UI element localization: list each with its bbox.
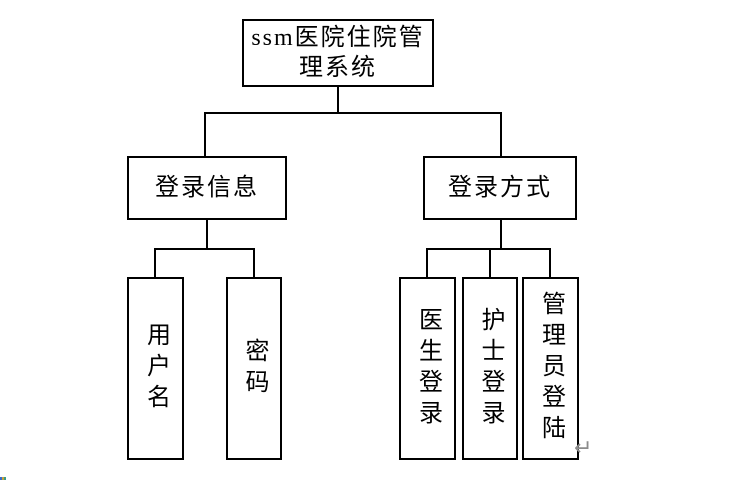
connector-drop-nurse — [489, 248, 491, 277]
node-root-label: ssm医院住院管 理系统 — [251, 23, 424, 83]
connector-login-info-stem — [206, 220, 208, 249]
node-admin-login-label: 管理员登陆 — [537, 291, 564, 446]
node-username: 用户名 — [127, 277, 184, 460]
connector-drop-admin — [549, 248, 551, 277]
node-root-label-line1: ssm医院住院管 — [251, 25, 425, 51]
connector-drop-password — [253, 248, 255, 277]
node-admin-login: 管理员登陆 — [522, 277, 579, 460]
node-username-label: 用户名 — [142, 322, 169, 415]
node-nurse-login: 护士登录 — [462, 277, 518, 460]
connector-level1-horizontal — [204, 112, 502, 114]
node-password-label: 密码 — [241, 337, 267, 400]
connector-login-info-horizontal — [154, 248, 255, 250]
node-login-method: 登录方式 — [423, 156, 577, 220]
connector-login-method-horizontal — [426, 248, 551, 250]
artifact-pixel-teal — [4, 477, 6, 480]
connector-drop-username — [154, 248, 156, 277]
node-login-info-label: 登录信息 — [155, 175, 259, 201]
artifact-pixel-orange — [2, 477, 4, 480]
node-doctor-login: 医生登录 — [399, 277, 456, 460]
node-nurse-login-label: 护士登录 — [477, 306, 503, 431]
node-doctor-login-label: 医生登录 — [414, 306, 441, 431]
node-root-label-line2: 理系统 — [298, 55, 377, 81]
node-login-info: 登录信息 — [127, 156, 287, 220]
paragraph-return-icon: ↵ — [574, 436, 593, 461]
node-password: 密码 — [226, 277, 282, 460]
connector-drop-doctor — [426, 248, 428, 277]
connector-root-stem — [337, 87, 339, 114]
artifact-pixel-blue — [0, 477, 2, 480]
connector-drop-login-info — [204, 112, 206, 156]
node-login-method-label: 登录方式 — [448, 175, 552, 201]
connector-drop-login-method — [500, 112, 502, 156]
connector-login-method-stem — [500, 220, 502, 249]
node-root-system: ssm医院住院管 理系统 — [242, 19, 434, 87]
corner-pixel-artifact — [0, 477, 6, 480]
